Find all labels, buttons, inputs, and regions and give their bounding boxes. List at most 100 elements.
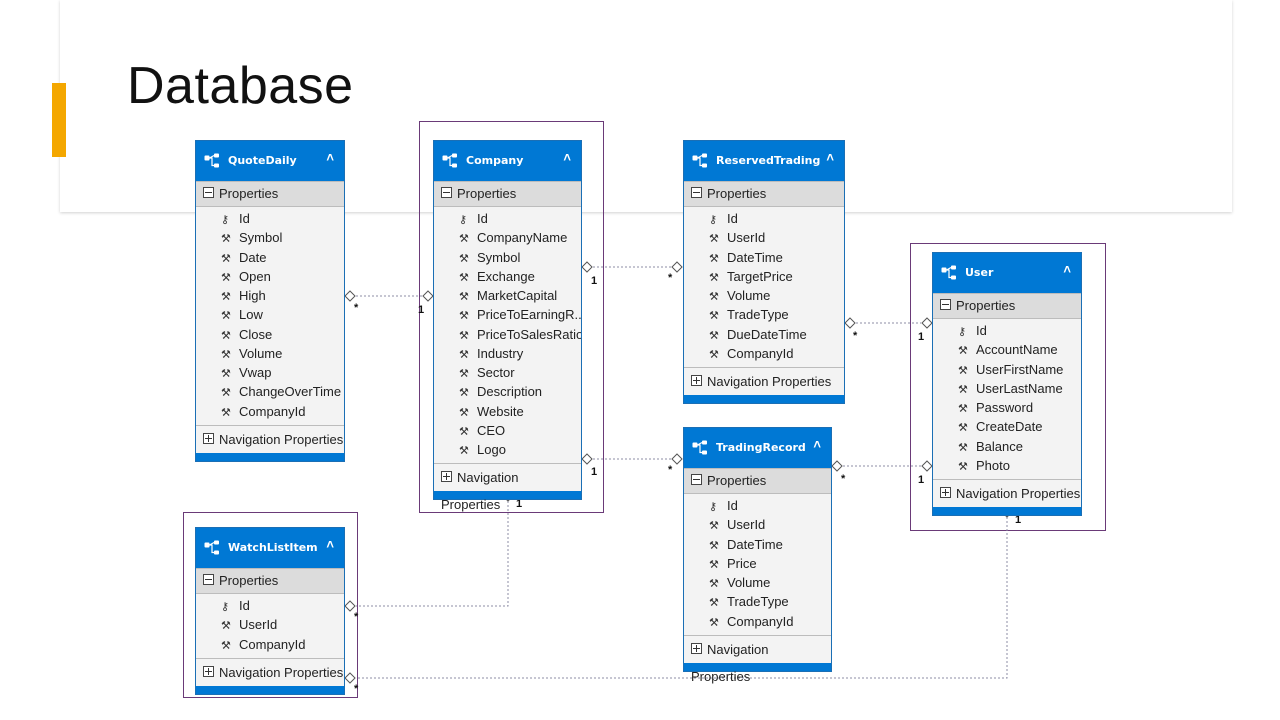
collapse-chevron-icon[interactable]: ˄ (326, 537, 334, 552)
collapse-chevron-icon[interactable]: ˄ (813, 437, 821, 452)
property-row[interactable]: ⚒Industry (434, 344, 581, 363)
property-row[interactable]: ⚒UserId (684, 228, 844, 247)
collapse-minus-icon[interactable] (940, 299, 951, 311)
property-row[interactable]: ⚒Exchange (434, 267, 581, 286)
collapse-minus-icon[interactable] (441, 187, 452, 199)
property-row[interactable]: ⚒CompanyId (196, 635, 344, 654)
wrench-icon: ⚒ (459, 406, 469, 419)
collapse-minus-icon[interactable] (203, 574, 214, 586)
entity-reservedtrading[interactable]: ReservedTrading˄Properties⚷Id⚒UserId⚒Dat… (683, 140, 845, 404)
property-row[interactable]: ⚒CompanyName (434, 228, 581, 247)
property-row[interactable]: ⚒UserLastName (933, 379, 1081, 398)
wrench-icon: ⚒ (221, 639, 231, 652)
property-row[interactable]: ⚒UserFirstName (933, 360, 1081, 379)
property-row[interactable]: ⚷Id (684, 496, 831, 515)
property-row[interactable]: ⚒Volume (684, 286, 844, 305)
property-row[interactable]: ⚒ChangeOverTime (196, 382, 344, 401)
property-row[interactable]: ⚒DateTime (684, 248, 844, 267)
properties-label: Properties (707, 186, 767, 201)
entity-user[interactable]: User˄Properties⚷Id⚒AccountName⚒UserFirst… (932, 252, 1082, 516)
property-row[interactable]: ⚒PriceToEarningR... (434, 305, 581, 324)
property-row[interactable]: ⚒ TradeType (684, 305, 844, 324)
property-name: Volume (727, 575, 771, 590)
property-row[interactable]: ⚒Volume (196, 344, 344, 363)
properties-section-header[interactable]: Properties (684, 181, 844, 207)
property-row[interactable]: ⚒Balance (933, 437, 1081, 456)
property-row[interactable]: ⚒Open (196, 267, 344, 286)
property-row[interactable]: ⚒High (196, 286, 344, 305)
navigation-properties-header[interactable]: Navigation Properties (196, 424, 344, 453)
properties-section-header[interactable]: Properties (196, 568, 344, 594)
property-row[interactable]: ⚒CompanyId (196, 402, 344, 421)
collapse-chevron-icon[interactable]: ˄ (326, 150, 334, 165)
entity-watchlistitem[interactable]: WatchListItem˄Properties⚷Id⚒UserId⚒Compa… (195, 527, 345, 695)
property-row[interactable]: ⚒Password (933, 398, 1081, 417)
properties-section-header[interactable]: Properties (933, 293, 1081, 319)
collapse-chevron-icon[interactable]: ˄ (563, 150, 571, 165)
property-row[interactable]: ⚒Date (196, 248, 344, 267)
property-row[interactable]: ⚷Id (196, 596, 344, 615)
navigation-properties-header[interactable]: Navigation Properties (684, 367, 844, 395)
entity-company[interactable]: Company˄Properties⚷Id⚒CompanyName⚒Symbol… (433, 140, 582, 512)
properties-section-header[interactable]: Properties (434, 181, 581, 207)
property-row[interactable]: ⚒Description (434, 382, 581, 401)
expand-plus-icon[interactable] (441, 471, 452, 483)
entity-tradingrecord[interactable]: TradingRecord˄Properties⚷Id⚒UserId⚒DateT… (683, 427, 832, 684)
property-row[interactable]: ⚒DueDateTime (684, 325, 844, 344)
properties-section-header[interactable]: Properties (684, 468, 831, 494)
property-row[interactable]: ⚒Price (684, 554, 831, 573)
property-name: CompanyId (727, 613, 794, 629)
expand-plus-icon[interactable] (691, 375, 702, 387)
property-row[interactable]: ⚒Symbol (434, 248, 581, 267)
property-row[interactable]: ⚒TradeType (684, 592, 831, 611)
property-row[interactable]: ⚒TargetPrice (684, 267, 844, 286)
properties-section-header[interactable]: Properties (196, 181, 344, 207)
wrench-icon: ⚒ (709, 291, 719, 303)
navigation-properties-header[interactable]: Navigation Properties (684, 634, 831, 684)
expand-plus-icon[interactable] (203, 665, 214, 677)
property-row[interactable]: ⚒CompanyId (684, 344, 844, 363)
property-row[interactable]: ⚷Id (684, 209, 844, 228)
expand-plus-icon[interactable] (940, 487, 951, 499)
collapse-chevron-icon[interactable]: ˄ (826, 150, 834, 165)
property-row[interactable]: ⚒Volume (684, 573, 831, 592)
property-row[interactable]: ⚒Logo (434, 440, 581, 459)
property-name: TradeType (727, 307, 789, 323)
property-row[interactable]: ⚒PriceToSalesRatio (434, 325, 581, 344)
property-list: ⚷Id⚒UserId⚒DateTime⚒TargetPrice⚒Volume⚒T… (684, 207, 844, 367)
expand-plus-icon[interactable] (691, 642, 702, 654)
navigation-properties-header[interactable]: Navigation Properties (434, 463, 581, 512)
property-row[interactable]: ⚷Id (933, 321, 1081, 340)
property-row[interactable]: ⚒Close (196, 325, 344, 344)
property-row[interactable]: ⚷Id (196, 209, 344, 228)
property-row[interactable]: ⚒UserId (196, 615, 344, 634)
wrench-icon: ⚒ (958, 345, 968, 358)
entity-quotedaily[interactable]: QuoteDaily˄Properties⚷Id⚒Symbol⚒Date⚒Ope… (195, 140, 345, 462)
collapse-chevron-icon[interactable]: ˄ (1063, 262, 1071, 277)
property-row[interactable]: ⚒Photo (933, 456, 1081, 475)
property-row[interactable]: ⚒DateTime (684, 535, 831, 554)
property-name: TargetPrice (727, 268, 793, 284)
property-row[interactable]: ⚒CompanyId (684, 612, 831, 631)
collapse-minus-icon[interactable] (203, 187, 214, 199)
property-row[interactable]: ⚒UserId (684, 515, 831, 534)
property-row[interactable]: ⚒MarketCapital (434, 286, 581, 305)
property-row[interactable]: ⚒Low (196, 305, 344, 324)
property-row[interactable]: ⚷Id (434, 209, 581, 228)
property-row[interactable]: ⚒Sector (434, 363, 581, 382)
property-name: High (239, 288, 266, 303)
collapse-minus-icon[interactable] (691, 187, 702, 199)
expand-plus-icon[interactable] (203, 432, 214, 444)
property-row[interactable]: ⚒Symbol (196, 228, 344, 247)
property-row[interactable]: ⚒CreateDate (933, 417, 1081, 436)
property-row[interactable]: ⚒CEO (434, 421, 581, 440)
navigation-properties-header[interactable]: Navigation Properties (196, 657, 344, 686)
wrench-icon: ⚒ (459, 329, 469, 342)
property-row[interactable]: ⚒Vwap (196, 363, 344, 382)
collapse-minus-icon[interactable] (691, 474, 702, 486)
property-row[interactable]: ⚒Website (434, 402, 581, 421)
wrench-icon: ⚒ (709, 310, 719, 323)
property-row[interactable]: ⚒AccountName (933, 340, 1081, 359)
navigation-properties-header[interactable]: Navigation Properties (933, 479, 1081, 507)
